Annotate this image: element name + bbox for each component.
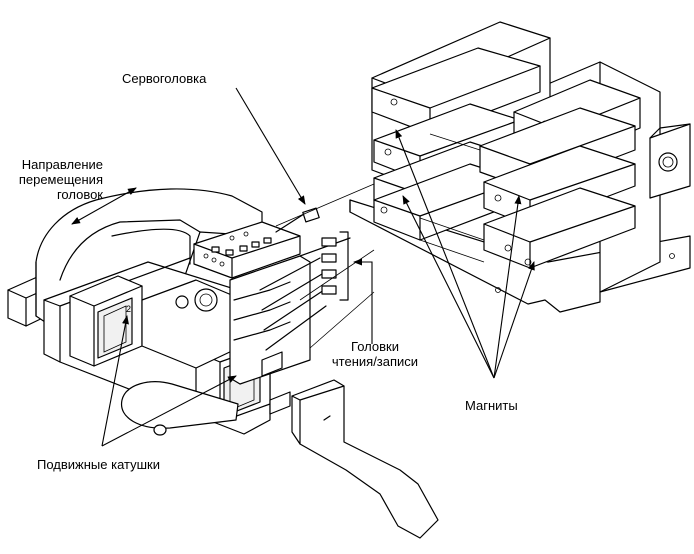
direction-arrow <box>71 187 137 225</box>
rw-head-4 <box>321 285 337 295</box>
servo-leader <box>235 87 306 205</box>
svg-text:2: 2 <box>126 304 131 314</box>
rw-head-3 <box>321 269 337 279</box>
magnet-right-bar-2 <box>483 145 636 227</box>
rw-head-1 <box>321 237 337 247</box>
magnet-right-bar-3 <box>483 187 636 269</box>
direction-label-line-2: перемещения <box>18 172 103 187</box>
moving-coils-label: Подвижные катушки <box>37 457 160 472</box>
servo-head-label: Сервоголовка <box>122 71 207 86</box>
direction-label-line-3: головок <box>56 187 103 202</box>
flex-cable <box>291 379 439 539</box>
servo-head <box>302 207 320 223</box>
actuator-assembly: 2 2 <box>7 188 439 539</box>
magnet-assembly <box>349 21 691 313</box>
rw-leader <box>353 258 373 344</box>
coils-leaders <box>101 315 237 447</box>
rw-heads-label: Головки чтения/записи <box>316 339 434 369</box>
direction-label-line-1: Направление <box>21 157 103 172</box>
magnet-bar-1 <box>371 47 541 135</box>
direction-label: Направление перемещения головок <box>0 157 103 202</box>
magnets-leaders <box>395 129 535 379</box>
rw-head-2 <box>321 253 337 263</box>
magnets-label: Магниты <box>465 398 518 413</box>
rw-heads-label-line-1: Головки <box>351 339 399 354</box>
rw-heads-label-line-2: чтения/записи <box>331 354 419 369</box>
